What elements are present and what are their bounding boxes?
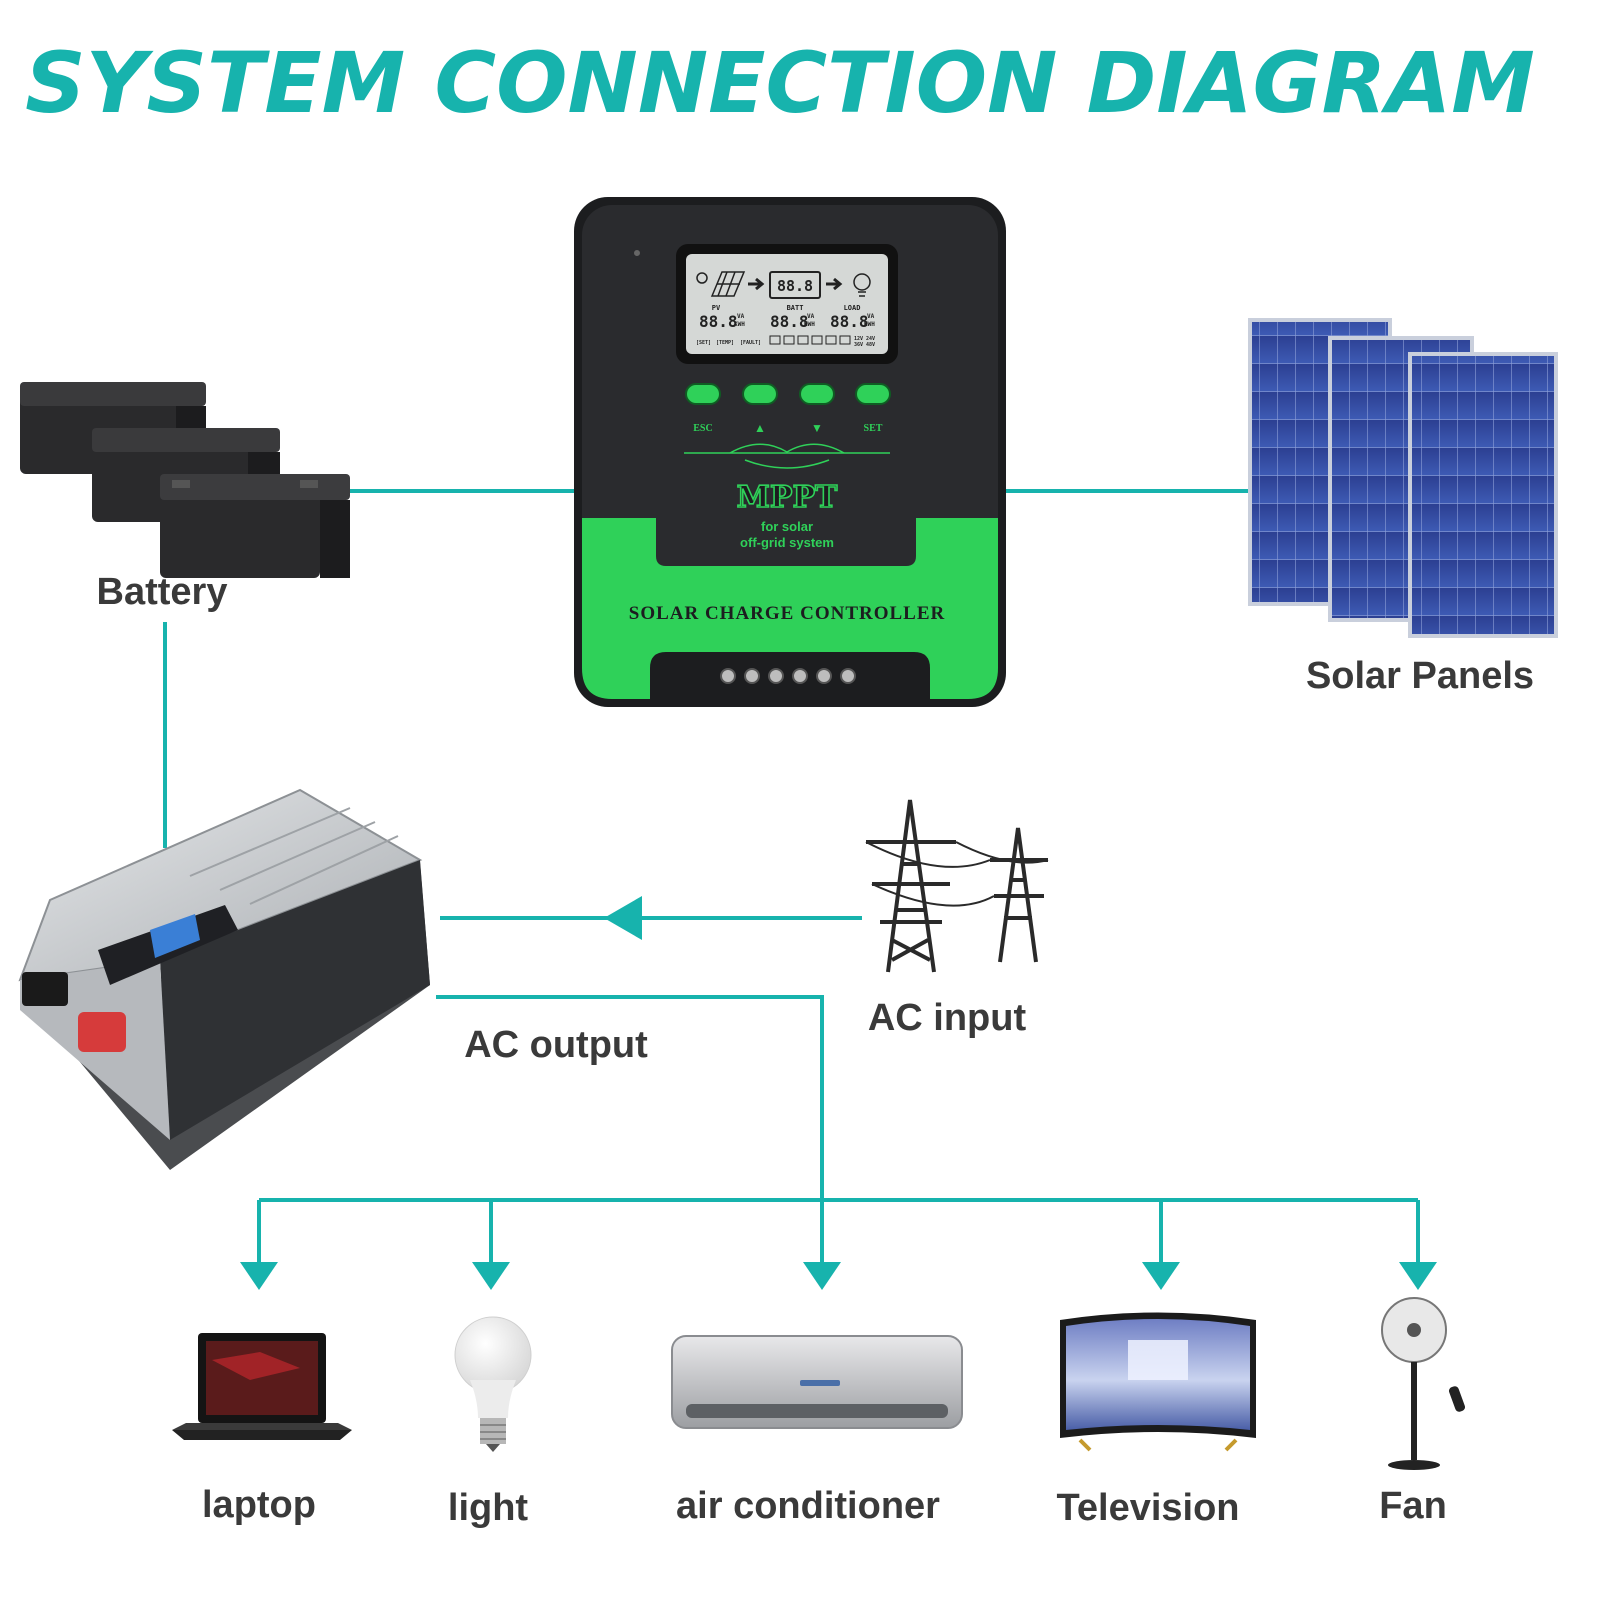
television-image (1060, 1312, 1256, 1452)
lcd-unit-kwh: KWH (804, 321, 815, 328)
controller-button-label: SET (864, 423, 883, 434)
ac-input-label: AC input (868, 997, 1027, 1039)
controller-button-up[interactable] (742, 383, 778, 405)
lcd-arrow-icon (748, 277, 765, 291)
light-bulb-image (454, 1316, 532, 1452)
fan-image (1381, 1297, 1466, 1470)
inverter-lcd (150, 914, 200, 958)
arrowheads (240, 896, 1437, 1290)
terminal-screw (720, 668, 736, 684)
lcd-bulb-icon (853, 273, 871, 297)
lcd-unit-va: VA (737, 313, 745, 320)
lcd-fault-label: [FAULT] (740, 340, 761, 346)
arrowhead-air-conditioner (803, 1262, 841, 1290)
arrowhead-light (472, 1262, 510, 1290)
lcd-voltages-bottom: 36V 48V (854, 342, 875, 348)
lcd-sun-panel-icon (696, 271, 746, 297)
controller-button-set[interactable] (855, 383, 891, 405)
battery-bank-image (20, 382, 350, 578)
charge-controller: 88.8 PV BATT LOAD 88.8 88.8 88.8 VA KWH … (574, 197, 1006, 707)
laptop-image (172, 1333, 352, 1440)
ac-input-arrowhead (604, 896, 642, 940)
arrowhead-television (1142, 1262, 1180, 1290)
terminal-screw (792, 668, 808, 684)
controller-ornament (684, 443, 890, 469)
connection-lines (163, 489, 1420, 1262)
lcd-arrow-icon (826, 277, 843, 291)
controller-lcd-screen (686, 254, 888, 354)
controller-button-label: ▼ (811, 421, 823, 435)
solar-panels-label: Solar Panels (1306, 655, 1534, 697)
controller-name: SOLAR CHARGE CONTROLLER (629, 603, 946, 624)
solar-panels-image (1248, 318, 1558, 638)
load-label-fan: Fan (1379, 1485, 1447, 1527)
diagram-title: SYSTEM CONNECTION DIAGRAM (25, 34, 1535, 132)
lcd-unit-va: VA (867, 313, 875, 320)
controller-button-esc[interactable] (685, 383, 721, 405)
controller-button-down[interactable] (799, 383, 835, 405)
lcd-load-label: LOAD (844, 304, 861, 312)
lcd-unit-kwh: KWH (864, 321, 875, 328)
controller-terminals (720, 668, 856, 684)
lcd-battery-value: 88.8 (777, 277, 813, 295)
inverter-image (18, 788, 430, 1170)
controller-button-label: ESC (693, 423, 712, 434)
ac-output-line (436, 995, 824, 1262)
controller-tagline: for solar (761, 519, 813, 534)
terminal-screw (840, 668, 856, 684)
lcd-batt-label: BATT (787, 304, 804, 312)
lcd-battery-icon (769, 271, 821, 299)
lcd-temp-label: [TEMP] (716, 340, 734, 346)
lcd-pv-label: PV (712, 304, 721, 312)
controller-tagline: off-grid system (740, 535, 834, 550)
lcd-unit-va: VA (807, 313, 815, 320)
terminal-screw (768, 668, 784, 684)
lcd-unit-kwh: KWH (734, 321, 745, 328)
lcd-voltages-top: 12V 24V (854, 336, 875, 342)
solar-panel (1408, 352, 1558, 638)
load-label-laptop: laptop (202, 1484, 316, 1526)
battery-label: Battery (97, 571, 228, 613)
lcd-load-value: 88.8 (830, 312, 869, 331)
power-tower-image (865, 799, 1049, 973)
inverter-red-terminal (78, 1012, 126, 1052)
inverter-switch (22, 972, 68, 1006)
controller-button-label: ▲ (754, 421, 766, 435)
arrowhead-laptop (240, 1262, 278, 1290)
controller-buttons (685, 383, 891, 405)
controller-brand: MPPT (737, 480, 838, 515)
lcd-status-boxes (769, 335, 851, 345)
arrowhead-fan (1399, 1262, 1437, 1290)
lcd-set-label: [SET] (696, 340, 711, 346)
power-lines (865, 841, 1049, 907)
tower (866, 799, 956, 973)
load-label-television: Television (1056, 1487, 1239, 1529)
load-label-light: light (448, 1487, 529, 1529)
terminal-screw (744, 668, 760, 684)
air-conditioner-image (671, 1335, 963, 1429)
tower (990, 827, 1048, 963)
lcd-pv-value: 88.8 (699, 312, 738, 331)
load-label-air-conditioner: air conditioner (676, 1485, 940, 1527)
battery-unit (160, 474, 350, 578)
ac-output-label: AC output (464, 1024, 648, 1066)
lcd-batt-value: 88.8 (770, 312, 809, 331)
terminal-screw (816, 668, 832, 684)
